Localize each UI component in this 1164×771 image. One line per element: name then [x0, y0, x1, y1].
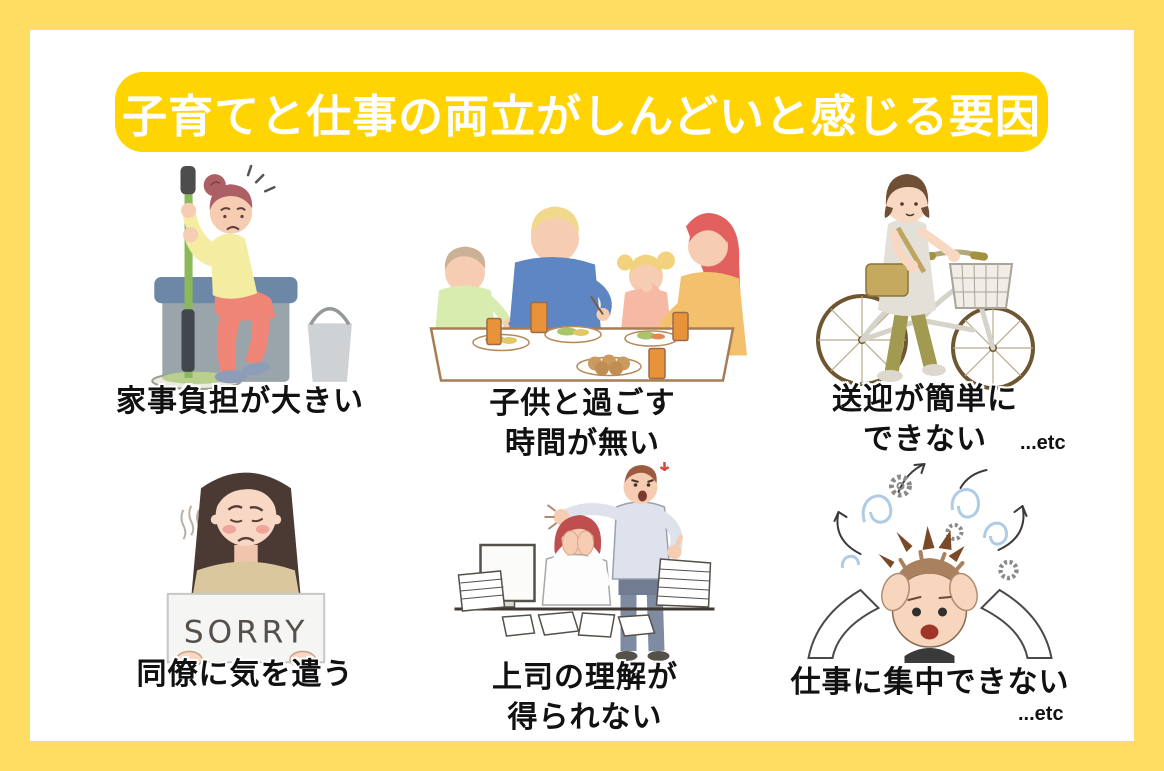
woman-sorry-sign-icon: SORRY [166, 472, 326, 668]
caption-work-concentration: 仕事に集中できない [790, 666, 1070, 699]
woman-bicycle-icon [816, 174, 1035, 390]
caption-housework-burden: 家事負担が大きい [116, 385, 364, 418]
caption-boss-understanding: 上司の理解が得られない [492, 661, 678, 734]
factor-housework-burden: 家事負担が大きい [85, 160, 395, 460]
factor-work-concentration: 仕事に集中できない ...etc [770, 458, 1090, 753]
sorry-sign-text: SORRY [184, 615, 309, 651]
etc-label: ...etc [1020, 432, 1066, 454]
family-dinner-icon [428, 206, 747, 382]
factor-pickup-dropoff: 送迎が簡単にできない ...etc [775, 160, 1075, 465]
page-title: 子育てと仕事の両立がしんどいと感じる要因 [122, 90, 1041, 142]
tired-woman-mop-icon [151, 164, 352, 390]
caption-pickup-dropoff: 送迎が簡単にできない [832, 383, 1018, 456]
boss-scolding-icon [454, 462, 715, 661]
factor-coworker-consideration: SORRY 同僚に気を遣う [90, 455, 400, 750]
title-banner: 子育てと仕事の両立がしんどいと感じる要因 [115, 72, 1048, 152]
factor-time-with-children: 子供と過ごす時間が無い [395, 172, 770, 472]
caption-time-with-children: 子供と過ごす時間が無い [489, 387, 676, 460]
factor-boss-understanding: 上司の理解が得られない [430, 455, 740, 750]
etc-label: ...etc [1018, 703, 1064, 725]
stressed-person-icon [807, 463, 1053, 663]
caption-coworker-consideration: 同僚に気を遣う [136, 658, 354, 691]
